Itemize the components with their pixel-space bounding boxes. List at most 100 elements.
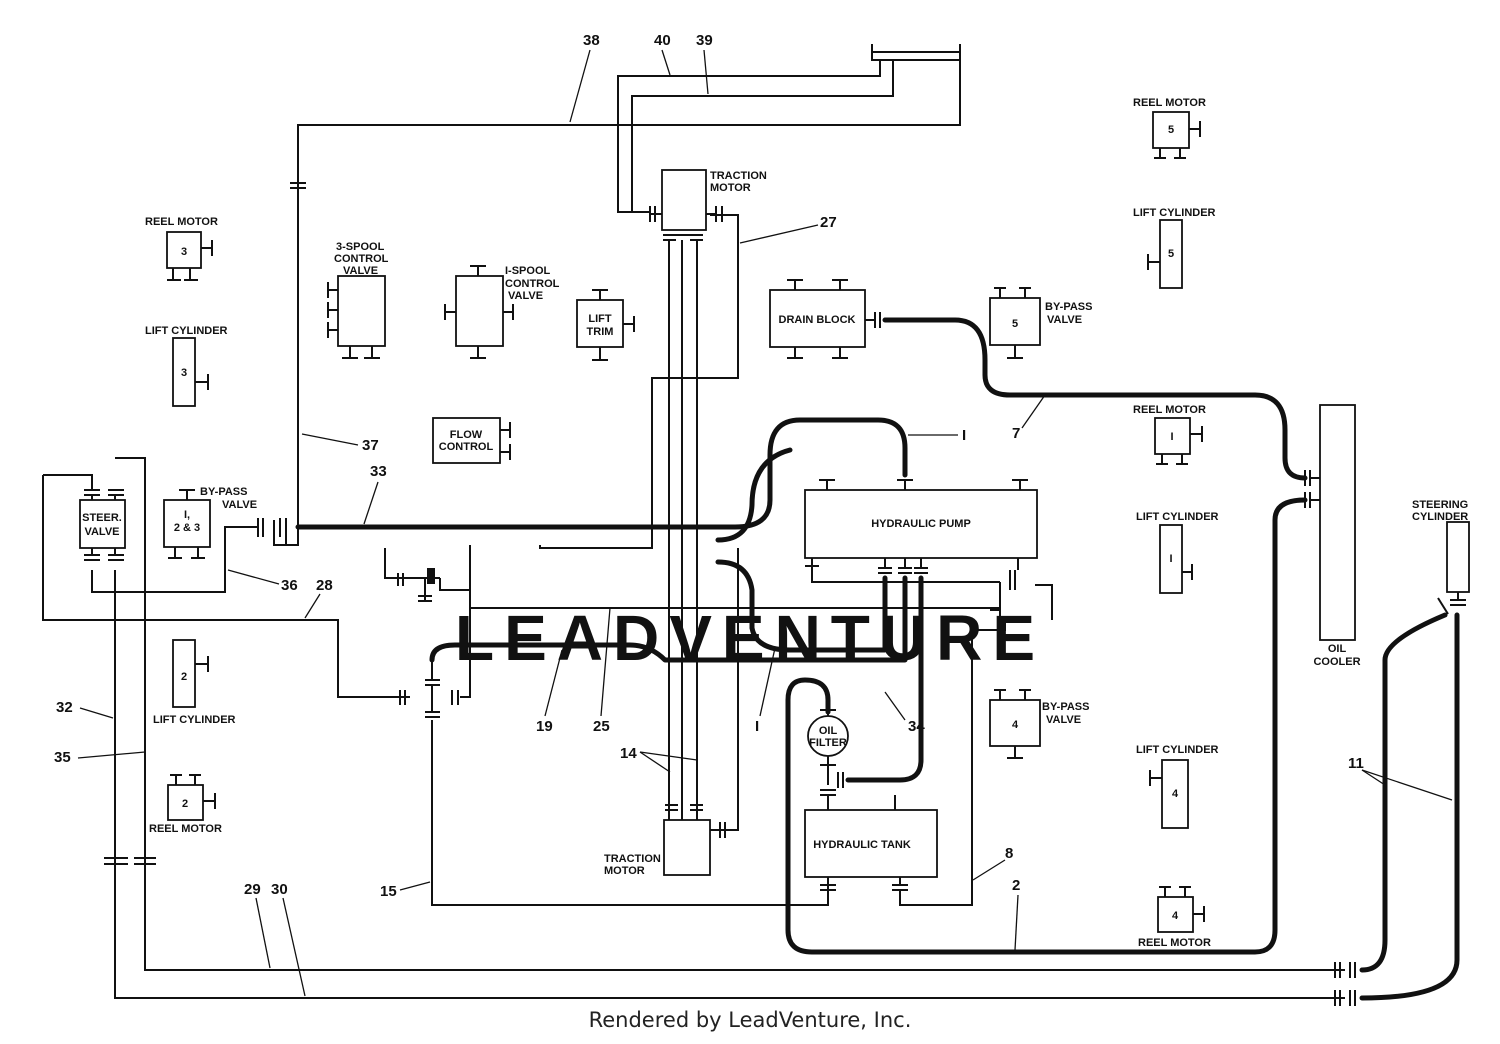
bypass-valve-5: 5 BY-PASS VALVE	[989, 287, 1092, 359]
hose-11b	[1359, 612, 1460, 1001]
svg-text:REEL MOTOR: REEL MOTOR	[1133, 97, 1206, 109]
one-spool-control-valve: I-SPOOL CONTROL VALVE	[444, 265, 560, 359]
svg-text:REEL MOTOR: REEL MOTOR	[1138, 937, 1211, 949]
svg-text:I,: I,	[184, 509, 190, 521]
svg-text:39: 39	[696, 32, 713, 49]
drain-block: DRAIN BLOCK	[769, 279, 881, 359]
svg-text:VALVE: VALVE	[1047, 314, 1082, 326]
hose-25-8	[469, 545, 1006, 906]
svg-text:TRACTION: TRACTION	[604, 853, 661, 865]
svg-text:REEL MOTOR: REEL MOTOR	[1133, 404, 1206, 416]
svg-text:34: 34	[908, 718, 925, 735]
junction-valve	[397, 568, 470, 718]
lift-cylinder-1: I LIFT CYLINDER	[1136, 511, 1219, 594]
svg-text:2: 2	[1012, 877, 1020, 894]
svg-text:CONTROL: CONTROL	[334, 253, 389, 265]
svg-text:25: 25	[593, 718, 610, 735]
svg-text:2: 2	[182, 798, 188, 810]
svg-text:5: 5	[1168, 248, 1174, 260]
callouts: 38 40 39 27 37 33 I 7 36 28 19 25 I 34 3…	[54, 32, 1453, 997]
svg-text:4: 4	[1172, 910, 1179, 922]
svg-text:I: I	[1170, 431, 1173, 443]
svg-text:HYDRAULIC TANK: HYDRAULIC TANK	[813, 839, 911, 851]
svg-text:MOTOR: MOTOR	[710, 182, 751, 194]
svg-text:LIFT CYLINDER: LIFT CYLINDER	[153, 714, 236, 726]
svg-text:LIFT CYLINDER: LIFT CYLINDER	[1136, 744, 1219, 756]
svg-text:HYDRAULIC PUMP: HYDRAULIC PUMP	[871, 518, 971, 530]
hydraulic-tank: HYDRAULIC TANK	[804, 795, 938, 891]
svg-text:3: 3	[181, 367, 187, 379]
svg-text:40: 40	[654, 32, 671, 49]
svg-text:27: 27	[820, 214, 837, 231]
svg-text:2 & 3: 2 & 3	[174, 522, 200, 534]
hose-1	[715, 559, 888, 653]
svg-text:VALVE: VALVE	[222, 499, 257, 511]
bypass-valve-1-2-3: I, 2 & 3 BY-PASS VALVE	[163, 486, 287, 559]
hose-38	[297, 60, 961, 520]
svg-text:14: 14	[620, 745, 637, 762]
reel-motor-5: 5 REEL MOTOR	[1133, 97, 1206, 159]
svg-text:STEER.: STEER.	[82, 512, 122, 524]
hose-28	[42, 475, 410, 698]
hose-39	[631, 60, 894, 212]
svg-text:4: 4	[1172, 788, 1179, 800]
traction-motor-bottom: TRACTION MOTOR	[604, 804, 726, 877]
svg-text:VALVE: VALVE	[343, 265, 378, 277]
three-spool-control-valve: 3-SPOOL CONTROL VALVE	[327, 241, 389, 359]
svg-text:I-SPOOL: I-SPOOL	[505, 265, 551, 277]
hose-19	[429, 575, 908, 663]
hose-33	[295, 417, 908, 530]
svg-text:VALVE: VALVE	[84, 526, 119, 538]
svg-text:FLOW: FLOW	[450, 429, 483, 441]
lift-cylinder-2: 2 LIFT CYLINDER	[153, 639, 236, 726]
flow-control: FLOW CONTROL	[432, 417, 511, 464]
lift-trim: LIFT TRIM	[576, 289, 635, 361]
svg-text:33: 33	[370, 463, 387, 480]
hose-34	[845, 575, 924, 783]
svg-text:32: 32	[56, 699, 73, 716]
hose-28a	[43, 474, 93, 490]
svg-text:CONTROL: CONTROL	[439, 441, 494, 453]
reel-motor-1: I REEL MOTOR	[1133, 404, 1206, 465]
lift-cylinder-5: 5 LIFT CYLINDER	[1133, 207, 1216, 289]
reel-motor-2: 2 REEL MOTOR	[149, 774, 222, 835]
svg-text:VALVE: VALVE	[508, 290, 543, 302]
svg-text:I: I	[962, 427, 966, 444]
svg-text:OIL: OIL	[819, 725, 838, 737]
svg-text:5: 5	[1168, 124, 1174, 136]
svg-text:I: I	[1169, 553, 1172, 565]
svg-text:CONTROL: CONTROL	[505, 278, 560, 290]
oil-cooler: OIL COOLER	[1304, 404, 1361, 668]
svg-text:35: 35	[54, 749, 71, 766]
svg-text:DRAIN BLOCK: DRAIN BLOCK	[779, 314, 856, 326]
steer-valve: STEER. VALVE	[79, 489, 126, 561]
svg-text:36: 36	[281, 577, 298, 594]
hydraulic-pump: HYDRAULIC PUMP	[804, 479, 1038, 590]
hose-2	[785, 497, 1308, 955]
thin-hoses	[42, 44, 1345, 999]
hose-29	[144, 858, 1345, 971]
svg-text:VALVE: VALVE	[1046, 714, 1081, 726]
svg-text:11: 11	[1348, 755, 1364, 772]
svg-text:LIFT CYLINDER: LIFT CYLINDER	[1136, 511, 1219, 523]
svg-text:3-SPOOL: 3-SPOOL	[336, 241, 385, 253]
svg-text:LIFT CYLINDER: LIFT CYLINDER	[145, 325, 228, 337]
bypass-valve-4: 4 BY-PASS VALVE	[989, 689, 1089, 759]
traction-motor-top: TRACTION MOTOR	[649, 169, 767, 241]
svg-text:19: 19	[536, 718, 553, 735]
hose-36	[91, 526, 258, 593]
hose-11a	[1359, 612, 1448, 973]
svg-text:FILTER: FILTER	[809, 737, 847, 749]
svg-text:REEL MOTOR: REEL MOTOR	[149, 823, 222, 835]
svg-text:I: I	[755, 718, 759, 735]
svg-text:TRACTION: TRACTION	[710, 170, 767, 182]
svg-text:BY-PASS: BY-PASS	[1045, 301, 1092, 313]
svg-text:8: 8	[1005, 845, 1013, 862]
svg-text:LIFT: LIFT	[588, 313, 611, 325]
hose-27	[539, 214, 739, 549]
hose-35	[115, 457, 146, 858]
svg-text:37: 37	[362, 437, 379, 454]
steering-cylinder: STEERING CYLINDER	[1412, 499, 1470, 615]
thick-hoses	[295, 317, 1460, 1001]
bottom-fittings	[1334, 962, 1356, 1006]
